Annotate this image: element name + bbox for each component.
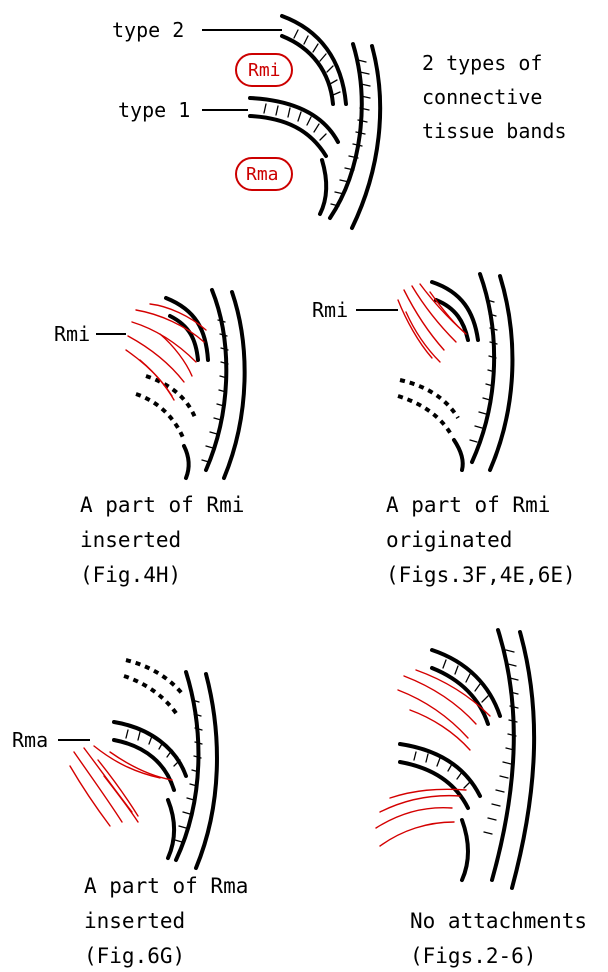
panel4-caption-line1: No attachments <box>410 909 587 933</box>
panel1-caption-line2: inserted <box>80 528 181 552</box>
legend-title-line2: connective <box>422 85 542 109</box>
panel2-caption-line1: A part of Rmi <box>386 493 550 517</box>
legend-title-line1: 2 types of <box>422 51 542 75</box>
panel1-caption-line3: (Fig.4H) <box>80 563 181 587</box>
panel2-label: Rmi <box>312 298 348 322</box>
panel3-caption-line3: (Fig.6G) <box>84 944 185 968</box>
type1-label: type 1 <box>118 98 190 122</box>
panel-rmi-originated: Rmi A part of Rmi originated (Figs.3F,4E… <box>312 274 576 587</box>
type2-label: type 2 <box>112 18 184 42</box>
panel1-caption-line1: A part of Rmi <box>80 493 244 517</box>
panel3-caption-line2: inserted <box>84 909 185 933</box>
rma-badge-label: Rma <box>246 164 279 185</box>
panel-no-attachments: No attachments (Figs.2-6) <box>376 630 587 968</box>
panel3-caption-line1: A part of Rma <box>84 874 248 898</box>
panel1-label: Rmi <box>54 322 90 346</box>
legend-figure: type 2 type 1 Rmi Rma 2 types of connect… <box>112 16 567 228</box>
panel2-caption-line3: (Figs.3F,4E,6E) <box>386 563 576 587</box>
panel2-caption-line2: originated <box>386 528 512 552</box>
panel4-caption-line2: (Figs.2-6) <box>410 944 536 968</box>
legend-title-line3: tissue bands <box>422 119 567 143</box>
panel-rmi-inserted: Rmi A part of Rmi inserted (Fig.4H) <box>54 290 245 587</box>
panel-rma-inserted: Rma A part of Rma inserted (Fig.6G) <box>12 660 248 968</box>
rmi-badge-label: Rmi <box>248 60 281 81</box>
panel3-label: Rma <box>12 728 48 752</box>
